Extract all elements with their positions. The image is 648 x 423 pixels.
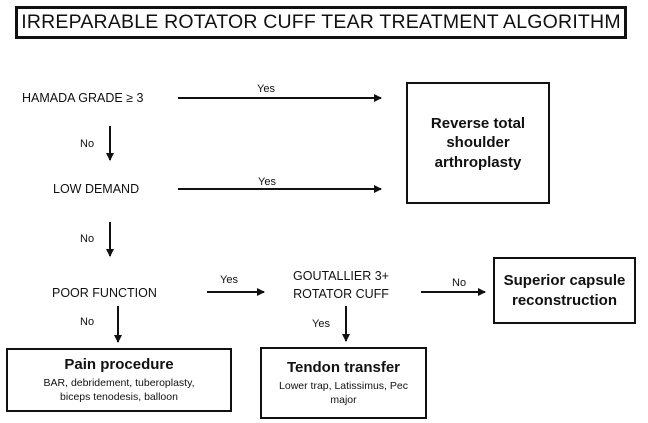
superior-line2: reconstruction bbox=[511, 291, 617, 309]
edge-label-yes-poor-function: Yes bbox=[220, 274, 238, 286]
edge-label-yes-goutallier: Yes bbox=[312, 318, 330, 330]
edge-label-no-poor-function: No bbox=[80, 316, 95, 328]
reverse-line3: arthroplasty bbox=[434, 153, 522, 171]
edge-label-no-goutallier: No bbox=[452, 277, 467, 289]
outcome-superior-capsule: Superior capsule reconstruction bbox=[493, 257, 636, 324]
diagram-title: IRREPARABLE ROTATOR CUFF TEAR TREATMENT … bbox=[15, 6, 627, 39]
tendon-line2: major bbox=[330, 394, 357, 406]
pain-details: BAR, debridement, tuberoplasty, biceps t… bbox=[44, 376, 195, 404]
edge-label-yes-low-demand: Yes bbox=[258, 176, 276, 188]
node-poor-function: POOR FUNCTION bbox=[52, 286, 157, 300]
tendon-details: Lower trap, Latissimus, Pec major bbox=[279, 379, 408, 407]
goutallier-line2: ROTATOR CUFF bbox=[293, 287, 389, 302]
pain-title: Pain procedure bbox=[64, 355, 174, 373]
outcome-pain-procedure: Pain procedure BAR, debridement, tuberop… bbox=[6, 348, 232, 412]
superior-line1: Superior capsule bbox=[503, 272, 626, 289]
reverse-line2: shoulder bbox=[446, 134, 510, 152]
tendon-title: Tendon transfer bbox=[286, 358, 401, 376]
pain-line1: BAR, debridement, tuberoplasty, bbox=[43, 376, 195, 389]
goutallier-line1: GOUTALLIER 3+ bbox=[293, 269, 389, 283]
outcome-reverse-arthroplasty: Reverse total shoulder arthroplasty bbox=[406, 82, 550, 204]
outcome-tendon-transfer: Tendon transfer Lower trap, Latissimus, … bbox=[260, 347, 427, 419]
node-goutallier: GOUTALLIER 3+ ROTATOR CUFF bbox=[291, 267, 391, 303]
node-hamada-grade: HAMADA GRADE ≥ 3 bbox=[22, 91, 144, 105]
node-low-demand: LOW DEMAND bbox=[53, 182, 140, 196]
edge-label-no-low-demand: No bbox=[80, 233, 95, 245]
pain-line2: biceps tenodesis, balloon bbox=[60, 391, 178, 403]
edge-label-yes-hamada: Yes bbox=[257, 83, 275, 95]
reverse-line1: Reverse total bbox=[430, 114, 526, 132]
tendon-line1: Lower trap, Latissimus, Pec bbox=[279, 379, 408, 392]
edge-label-no-hamada: No bbox=[80, 138, 95, 150]
